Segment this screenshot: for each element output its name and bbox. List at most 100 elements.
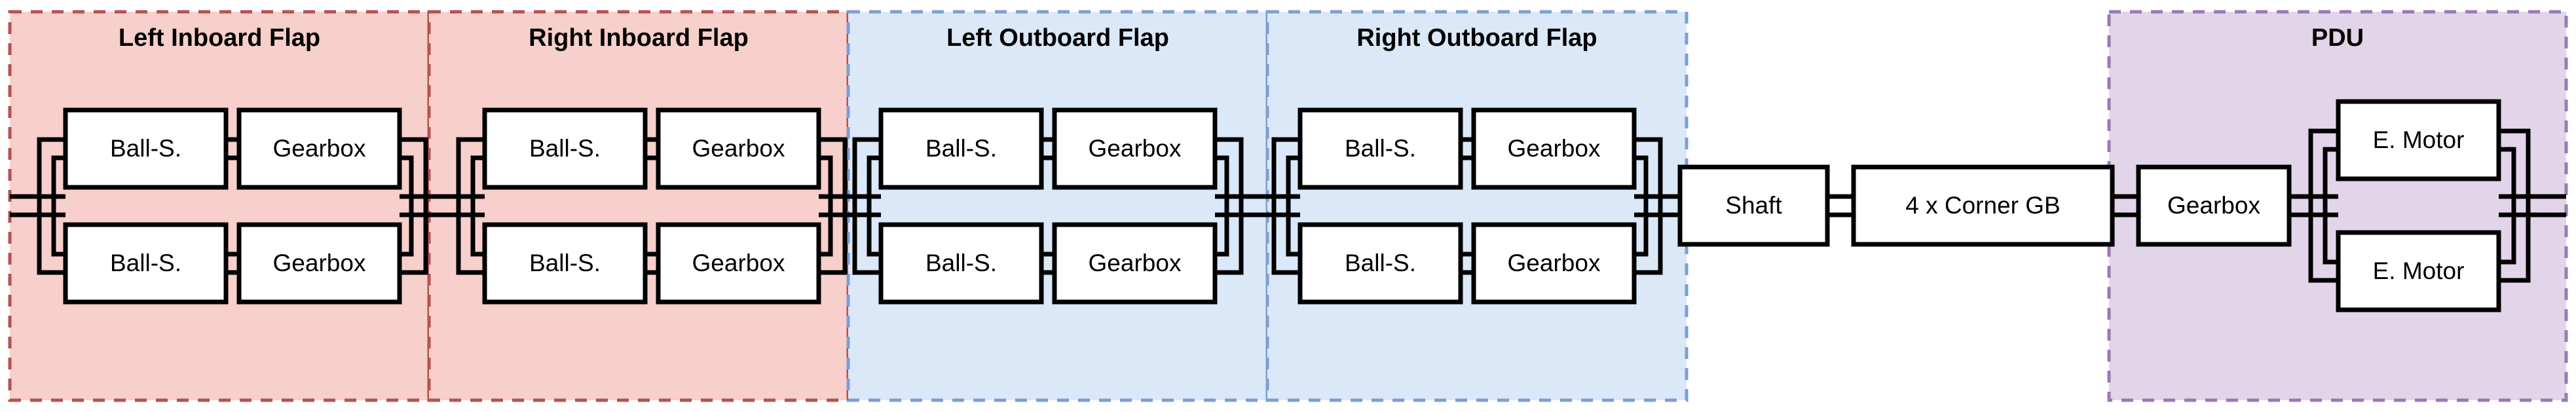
block-outline-pdu-gearbox	[2136, 164, 2292, 247]
link-lo-out-top-b	[1215, 155, 1229, 215]
block-label-ro-gearbox-1: Gearbox	[1508, 135, 1601, 162]
link-ro-in-top-a	[1271, 137, 1300, 197]
block-corner-gearbox[interactable]: 4 x Corner GB	[1851, 164, 2115, 247]
block-label-lo-ball-screw-2: Ball-S.	[925, 250, 997, 276]
block-label-shaft: Shaft	[1725, 192, 1782, 219]
block-label-lo-gearbox-1: Gearbox	[1089, 135, 1182, 162]
block-ls-ball-screw-1[interactable]: Ball-S.	[63, 107, 229, 190]
link-ri-in-top-b	[470, 155, 485, 215]
link-lo-in-bot-a	[852, 197, 881, 275]
block-pdu-gearbox[interactable]: Gearbox	[2136, 164, 2292, 247]
block-ri-ball-screw-2[interactable]: Ball-S.	[482, 222, 648, 305]
block-ri-gearbox-2[interactable]: Gearbox	[656, 222, 821, 305]
link-ri-in-top-a	[456, 137, 485, 197]
block-label-pdu-motor-2: E. Motor	[2373, 257, 2465, 284]
block-outline-ls-gearbox-1	[236, 107, 402, 190]
block-lo-gearbox-2[interactable]: Gearbox	[1052, 222, 1218, 305]
block-ro-gearbox-2[interactable]: Gearbox	[1471, 222, 1637, 305]
link-lo-out-bot-b	[1215, 215, 1229, 257]
block-outline-lo-gearbox-1	[1052, 107, 1218, 190]
block-lo-ball-screw-2[interactable]: Ball-S.	[878, 222, 1044, 305]
link-pdu-motor2-out-a	[2499, 197, 2531, 283]
zone-left-inboard-flap	[8, 10, 431, 402]
zone-title-left-outboard-flap: Left Outboard Flap	[946, 24, 1169, 52]
link-ro-out-bot-b	[1634, 215, 1649, 257]
block-outline-ls-ball-screw-1	[63, 107, 229, 190]
zone-right-outboard-flap	[1265, 10, 1689, 402]
link-ri-out-bot-b	[819, 215, 833, 257]
block-outline-lo-ball-screw-2	[878, 222, 1044, 305]
link-ro-in-top-b	[1286, 155, 1300, 215]
block-label-pdu-gearbox: Gearbox	[2167, 192, 2260, 219]
link-ro-out-top-b	[1634, 155, 1649, 215]
link-ro-in-bot-a	[1271, 197, 1300, 275]
block-label-ls-ball-screw-2: Ball-S.	[110, 250, 181, 276]
link-li-in-bot-a	[37, 197, 65, 275]
link-ro-in-bot-b	[1286, 215, 1300, 257]
block-label-corner-gearbox: 4 x Corner GB	[1905, 192, 2060, 219]
link-li-out-bot-a	[400, 197, 428, 275]
link-pdu-motor2-out-b	[2499, 215, 2516, 265]
block-outline-ro-gearbox-1	[1471, 107, 1637, 190]
block-outline-ri-gearbox-2	[656, 222, 821, 305]
link-li-out-top-a	[400, 137, 428, 197]
link-pdu-motor2-in-b	[2323, 215, 2338, 265]
block-outline-ls-gearbox-2	[236, 222, 402, 305]
block-outline-lo-gearbox-2	[1052, 222, 1218, 305]
zone-title-left-inboard-flap: Left Inboard Flap	[119, 24, 320, 52]
link-ri-in-bot-a	[456, 197, 485, 275]
block-label-ro-gearbox-2: Gearbox	[1508, 250, 1601, 276]
link-lo-in-bot-b	[867, 215, 881, 257]
block-label-ro-ball-screw-1: Ball-S.	[1345, 135, 1416, 162]
link-li-out-top-b	[400, 155, 414, 215]
block-ro-gearbox-1[interactable]: Gearbox	[1471, 107, 1637, 190]
block-outline-ls-ball-screw-2	[63, 222, 229, 305]
zone-title-right-outboard-flap: Right Outboard Flap	[1356, 24, 1597, 52]
block-pdu-motor-1[interactable]: E. Motor	[2336, 99, 2501, 181]
block-label-ro-ball-screw-2: Ball-S.	[1345, 250, 1416, 276]
block-outline-ri-ball-screw-2	[482, 222, 648, 305]
block-ls-gearbox-1[interactable]: Gearbox	[236, 107, 402, 190]
block-ro-ball-screw-2[interactable]: Ball-S.	[1297, 222, 1463, 305]
link-lo-out-top-a	[1215, 137, 1244, 197]
block-label-ri-gearbox-1: Gearbox	[692, 135, 785, 162]
block-lo-gearbox-1[interactable]: Gearbox	[1052, 107, 1218, 190]
block-outline-shaft	[1677, 164, 1830, 247]
link-ri-out-top-a	[819, 137, 848, 197]
link-li-in-top-b	[51, 155, 65, 215]
block-label-ri-gearbox-2: Gearbox	[692, 250, 785, 276]
link-pdu-motor1-in-b	[2323, 147, 2338, 215]
block-label-pdu-motor-1: E. Motor	[2373, 126, 2465, 153]
block-label-lo-gearbox-2: Gearbox	[1089, 250, 1182, 276]
block-label-ls-gearbox-1: Gearbox	[273, 135, 366, 162]
block-shaft[interactable]: Shaft	[1677, 164, 1830, 247]
block-label-ri-ball-screw-1: Ball-S.	[529, 135, 601, 162]
block-ri-ball-screw-1[interactable]: Ball-S.	[482, 107, 648, 190]
block-lo-ball-screw-1[interactable]: Ball-S.	[878, 107, 1044, 190]
block-pdu-motor-2[interactable]: E. Motor	[2336, 230, 2501, 312]
block-outline-lo-ball-screw-1	[878, 107, 1044, 190]
link-pdu-motor1-out-b	[2499, 147, 2516, 215]
block-ri-gearbox-1[interactable]: Gearbox	[656, 107, 821, 190]
block-ls-ball-screw-2[interactable]: Ball-S.	[63, 222, 229, 305]
block-label-ls-gearbox-2: Gearbox	[273, 250, 366, 276]
link-lo-out-bot-a	[1215, 197, 1244, 275]
link-ri-out-bot-a	[819, 197, 848, 275]
block-ls-gearbox-2[interactable]: Gearbox	[236, 222, 402, 305]
block-ro-ball-screw-1[interactable]: Ball-S.	[1297, 107, 1463, 190]
zone-title-right-inboard-flap: Right Inboard Flap	[529, 24, 749, 52]
block-outline-ri-gearbox-1	[656, 107, 821, 190]
link-ri-out-top-b	[819, 155, 833, 215]
block-outline-pdu-motor-2	[2336, 230, 2501, 312]
link-pdu-motor2-in-a	[2308, 197, 2338, 283]
link-pdu-motor1-out-a	[2499, 128, 2531, 197]
block-outline-ri-ball-screw-1	[482, 107, 648, 190]
block-label-lo-ball-screw-1: Ball-S.	[925, 135, 997, 162]
block-outline-ro-ball-screw-1	[1297, 107, 1463, 190]
link-ri-in-bot-b	[470, 215, 485, 257]
zone-title-pdu: PDU	[2311, 24, 2364, 52]
block-label-ls-ball-screw-1: Ball-S.	[110, 135, 181, 162]
